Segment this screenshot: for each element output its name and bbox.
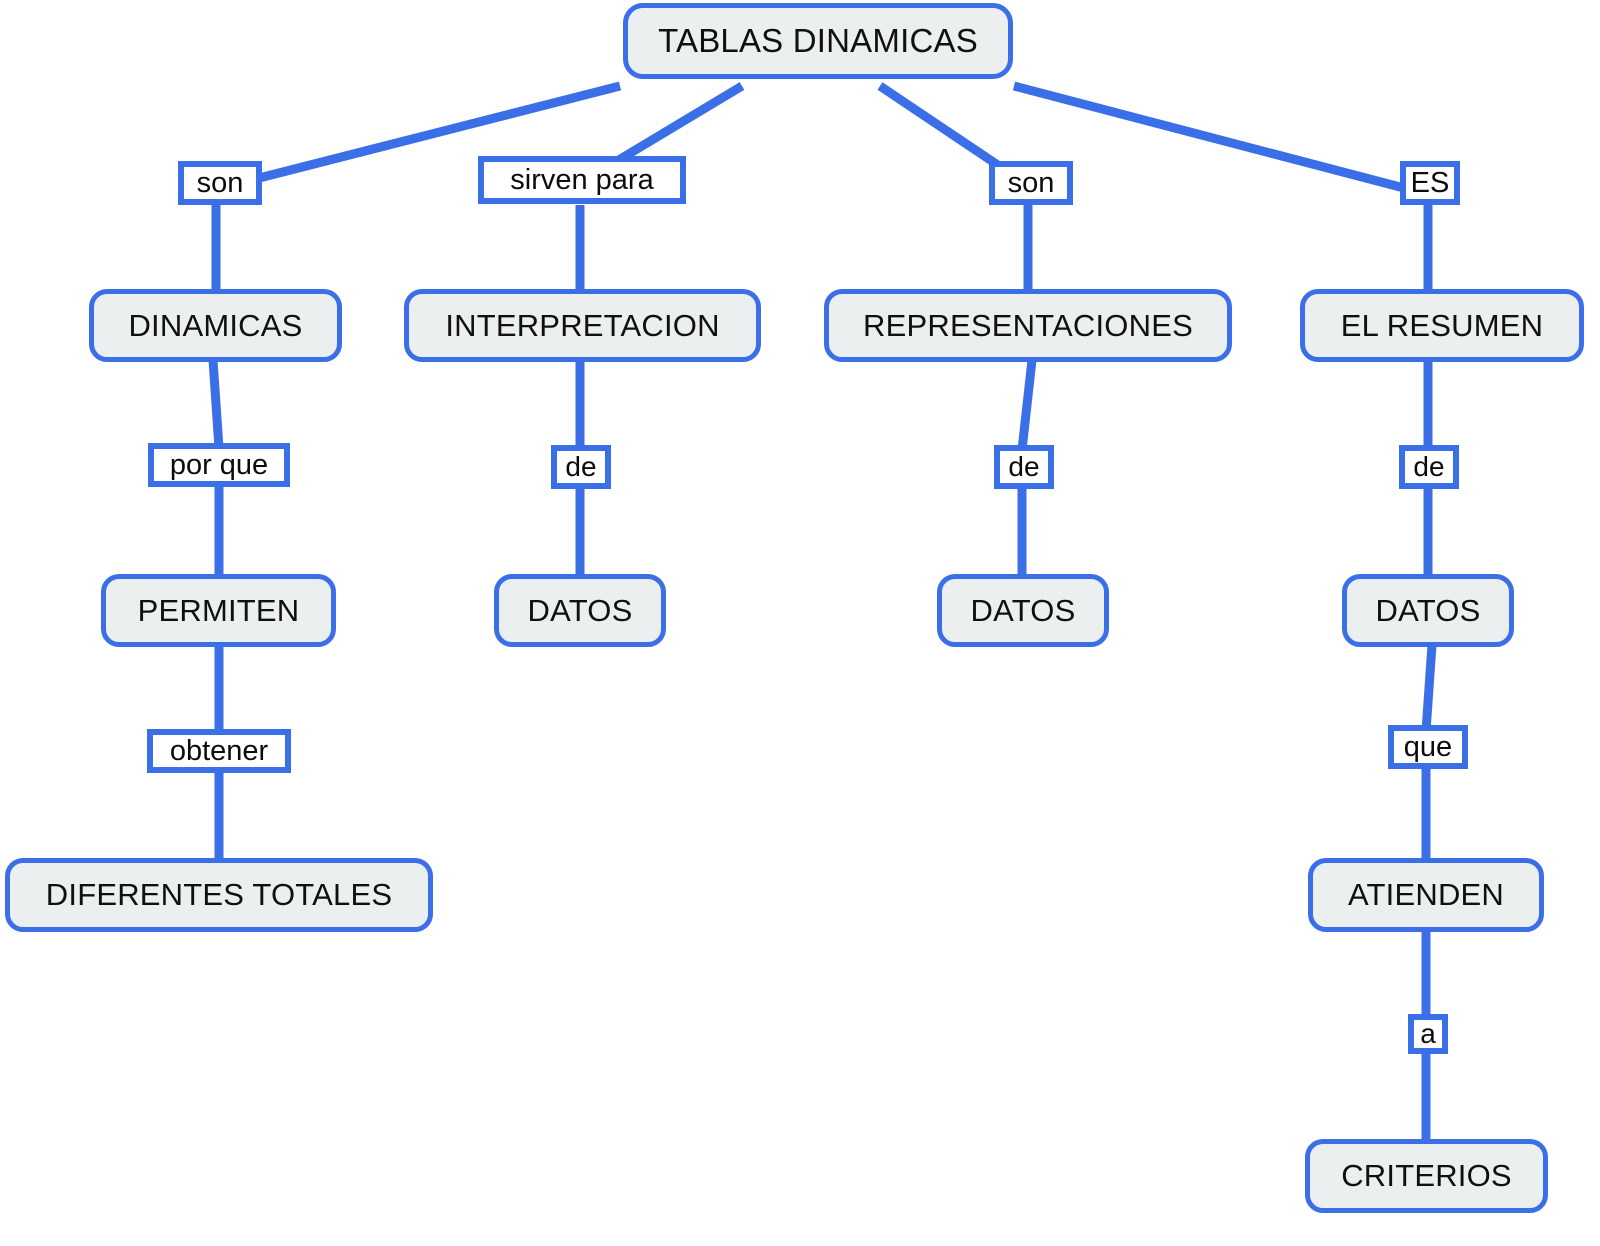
concept-node-permiten[interactable]: PERMITEN [101, 574, 336, 647]
edge-dinamicas-to-porque [208, 359, 224, 449]
edge-root-to-es [1012, 81, 1406, 193]
concept-node-datos-1[interactable]: DATOS [494, 574, 666, 647]
link-label-a[interactable]: a [1408, 1014, 1448, 1054]
link-label-es[interactable]: ES [1400, 161, 1460, 205]
link-label-son-2[interactable]: son [989, 161, 1073, 205]
link-label-de-3[interactable]: de [1399, 445, 1459, 489]
link-label-sirven-para[interactable]: sirven para [478, 156, 686, 204]
concept-node-diferentes-totales[interactable]: DIFERENTES TOTALES [5, 858, 433, 932]
concept-node-datos-2[interactable]: DATOS [937, 574, 1109, 647]
link-label-por-que[interactable]: por que [148, 443, 290, 487]
edge-root-to-son1 [218, 81, 622, 193]
edge-datos3-to-que [1421, 644, 1437, 732]
concept-node-root[interactable]: TABLAS DINAMICAS [623, 3, 1013, 79]
link-label-que[interactable]: que [1388, 725, 1468, 769]
concept-node-dinamicas[interactable]: DINAMICAS [89, 289, 342, 362]
concept-node-el-resumen[interactable]: EL RESUMEN [1300, 289, 1584, 362]
concept-node-representaciones[interactable]: REPRESENTACIONES [824, 289, 1232, 362]
link-label-obtener[interactable]: obtener [147, 729, 291, 773]
concept-node-interpretacion[interactable]: INTERPRETACION [404, 289, 761, 362]
concept-node-criterios[interactable]: CRITERIOS [1305, 1139, 1548, 1213]
link-label-de-2[interactable]: de [994, 445, 1054, 489]
edge-representaciones-to-de [1017, 359, 1037, 451]
link-label-son-1[interactable]: son [178, 161, 262, 205]
concept-node-atienden[interactable]: ATIENDEN [1308, 858, 1544, 932]
concept-node-datos-3[interactable]: DATOS [1342, 574, 1514, 647]
link-label-de-1[interactable]: de [551, 445, 611, 489]
